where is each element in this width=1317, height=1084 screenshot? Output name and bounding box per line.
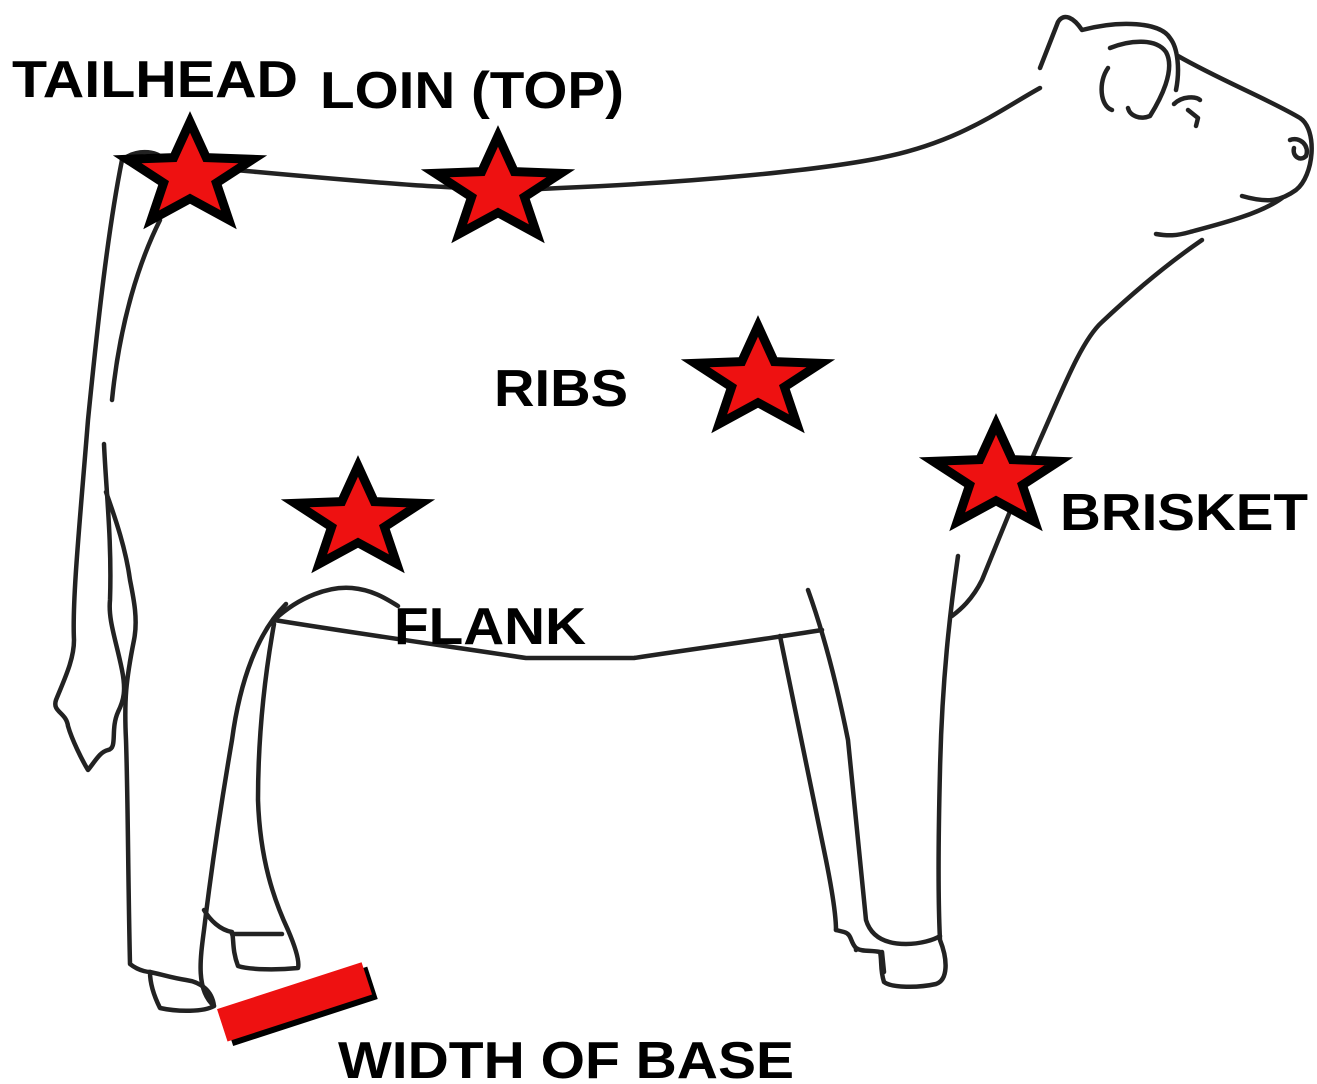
width-of-base-label: WIDTH OF BASE — [338, 1032, 794, 1084]
nostril — [1290, 139, 1307, 158]
ear-inner — [1110, 42, 1169, 118]
rear-outline — [112, 220, 160, 400]
ear — [1040, 17, 1178, 90]
front-leg-front — [836, 556, 958, 987]
hind-leg-far — [201, 604, 286, 1006]
loin-star-marker — [435, 136, 561, 234]
ribs-star-marker — [695, 326, 821, 424]
hind-leg-near — [204, 624, 298, 969]
near-front-leg — [780, 636, 836, 930]
loin-label: LOIN (TOP) — [320, 62, 624, 120]
ear-lobe — [1102, 68, 1112, 110]
flank-star-marker — [295, 466, 421, 564]
ribs-label: RIBS — [494, 360, 628, 418]
tail — [55, 160, 124, 770]
flank-curve — [274, 588, 398, 620]
tailhead-star-marker — [127, 122, 253, 220]
jaw — [1156, 198, 1282, 235]
brisket-label: BRISKET — [1060, 484, 1308, 542]
flank-label: FLANK — [394, 598, 586, 656]
eye — [1174, 97, 1200, 126]
width-of-base-bar — [217, 962, 372, 1041]
front-leg-back — [808, 590, 940, 944]
head-top — [1178, 56, 1312, 200]
tailhead-label: TAILHEAD — [12, 51, 298, 109]
